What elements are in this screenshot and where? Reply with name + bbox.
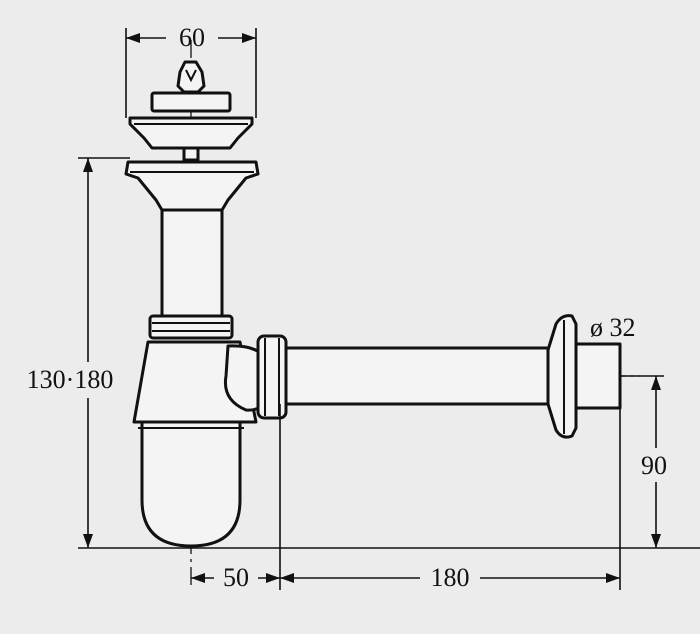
- dimension-height: [78, 157, 700, 549]
- dim-label-60: 60: [179, 23, 205, 52]
- outlet-pipe: [256, 314, 622, 439]
- dim-label-180: 180: [431, 563, 470, 592]
- dim-label-50: 50: [223, 563, 249, 592]
- dimension-bottom: [191, 404, 621, 590]
- vertical-tube: [160, 208, 224, 318]
- dim-label-90: 90: [641, 451, 667, 480]
- upper-flange: [124, 160, 260, 212]
- dim-label-diameter: ø 32: [590, 313, 636, 342]
- wall-rosette: [546, 314, 578, 439]
- plug-knob: [176, 60, 206, 94]
- trap-body: [132, 340, 274, 548]
- dimension-outlet-height: [620, 375, 664, 548]
- union-nut: [148, 314, 234, 340]
- strainer-plug: [128, 60, 254, 162]
- bottle-cup: [140, 420, 242, 548]
- dimension-width-top: [125, 28, 257, 118]
- dim-label-130-180: 130·180: [27, 365, 114, 394]
